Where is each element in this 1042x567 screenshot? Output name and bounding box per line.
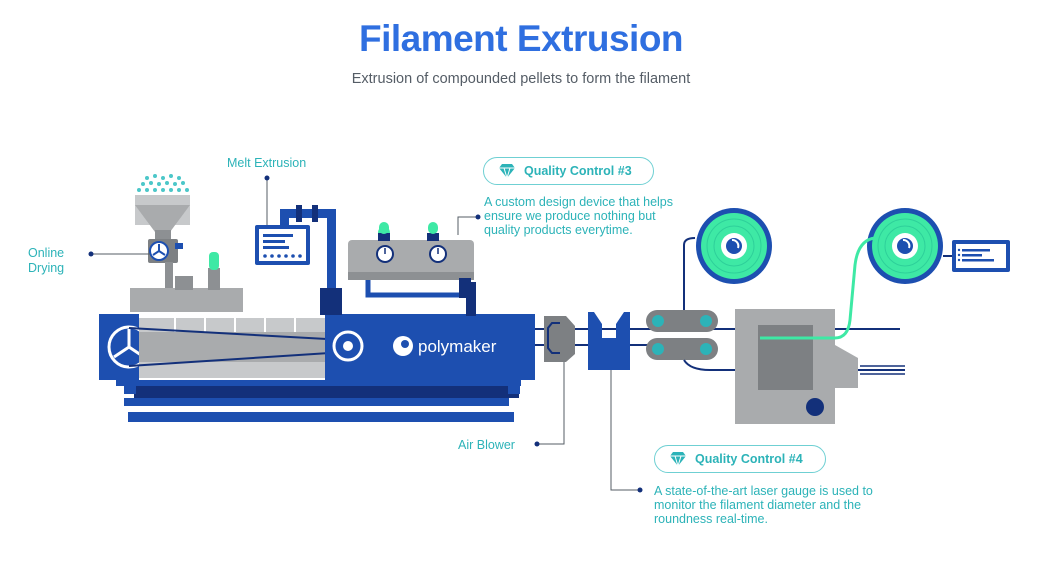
nozzle-icon bbox=[544, 316, 575, 362]
quality-control-3-title: Quality Control #3 bbox=[524, 164, 632, 178]
melt-extrusion-label: Melt Extrusion bbox=[227, 156, 307, 170]
control-panel-icon bbox=[255, 225, 310, 265]
polymaker-logo-icon bbox=[393, 336, 413, 356]
hopper bbox=[135, 195, 190, 240]
quality-control-3-description: A custom design device that helps ensure… bbox=[484, 195, 674, 237]
dryer-fan-icon bbox=[148, 239, 183, 263]
diamond-icon bbox=[499, 164, 515, 179]
air-blower bbox=[588, 312, 630, 370]
spool-2-icon bbox=[867, 208, 943, 284]
quality-control-4-badge: Quality Control #4 bbox=[654, 445, 826, 473]
melt-pipe bbox=[280, 205, 342, 315]
quality-control-4-title: Quality Control #4 bbox=[695, 452, 803, 466]
puller-rollers bbox=[646, 310, 718, 360]
diamond-icon bbox=[670, 452, 686, 467]
qc3-device bbox=[348, 222, 476, 316]
online-drying-label: Online Drying bbox=[28, 246, 65, 275]
page-title: Filament Extrusion bbox=[358, 18, 684, 59]
air-blower-label: Air Blower bbox=[458, 438, 515, 452]
winder-machine bbox=[735, 309, 858, 424]
spool-1-icon bbox=[696, 208, 772, 284]
pellets-icon bbox=[137, 174, 189, 192]
monitor-icon bbox=[943, 240, 1010, 272]
quality-control-3-badge: Quality Control #3 bbox=[483, 157, 654, 185]
page-subtitle: Extrusion of compounded pellets to form … bbox=[351, 71, 691, 87]
brand-name: polymaker bbox=[418, 337, 497, 356]
quality-control-4-description: A state-of-the-art laser gauge is used t… bbox=[654, 484, 873, 526]
